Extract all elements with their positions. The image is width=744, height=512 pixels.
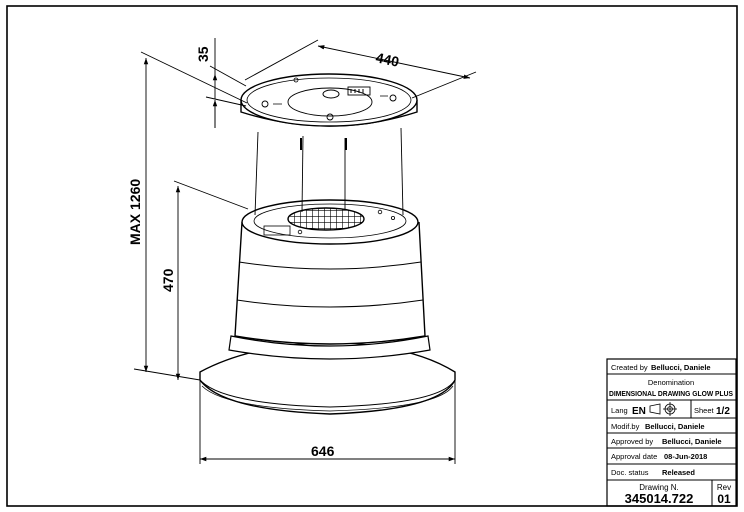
suspension-cables xyxy=(254,127,404,216)
dim-max-height: MAX 1260 xyxy=(127,179,143,245)
modif-by-label: Modif.by xyxy=(611,422,640,431)
filter-grid xyxy=(287,207,365,231)
approved-by-value: Bellucci, Daniele xyxy=(662,437,722,446)
sheet-value: 1/2 xyxy=(716,406,730,417)
approved-by-label: Approved by xyxy=(611,437,653,446)
hood-body xyxy=(228,199,431,360)
approval-date-value: 08-Jun-2018 xyxy=(664,452,707,461)
drawing-number-label: Drawing N. xyxy=(639,483,679,492)
lang-value: EN xyxy=(632,406,646,417)
dim-top-width: 440 xyxy=(374,49,400,70)
projection-symbol-icon xyxy=(649,402,677,416)
doc-status-label: Doc. status xyxy=(611,468,649,477)
sheet-label: Sheet xyxy=(694,406,715,415)
rev-label: Rev xyxy=(717,483,731,492)
denomination-label: Denomination xyxy=(648,378,694,387)
dim-base-width: 646 xyxy=(311,443,335,459)
dimension-lines xyxy=(133,38,477,464)
sheet-border xyxy=(6,5,738,507)
denomination-value: DIMENSIONAL DRAWING GLOW PLUS xyxy=(609,389,733,398)
drawing-number-value: 345014.722 xyxy=(625,491,694,506)
dimension-labels: 35 440 MAX 1260 470 646 xyxy=(127,46,401,459)
modif-by-value: Bellucci, Daniele xyxy=(645,422,705,431)
lang-label: Lang xyxy=(611,406,628,415)
doc-status-value: Released xyxy=(662,468,695,477)
title-block: Created by Bellucci, Daniele Denominatio… xyxy=(606,358,737,507)
approval-date-label: Approval date xyxy=(611,452,657,461)
hood-drawing xyxy=(199,73,456,415)
dim-body-height: 470 xyxy=(160,268,176,292)
created-by-value: Bellucci, Daniele xyxy=(651,363,711,372)
ceiling-plate xyxy=(240,73,418,127)
dim-top-thickness: 35 xyxy=(195,46,211,62)
rev-value: 01 xyxy=(717,492,731,506)
created-by-label: Created by xyxy=(611,363,648,372)
